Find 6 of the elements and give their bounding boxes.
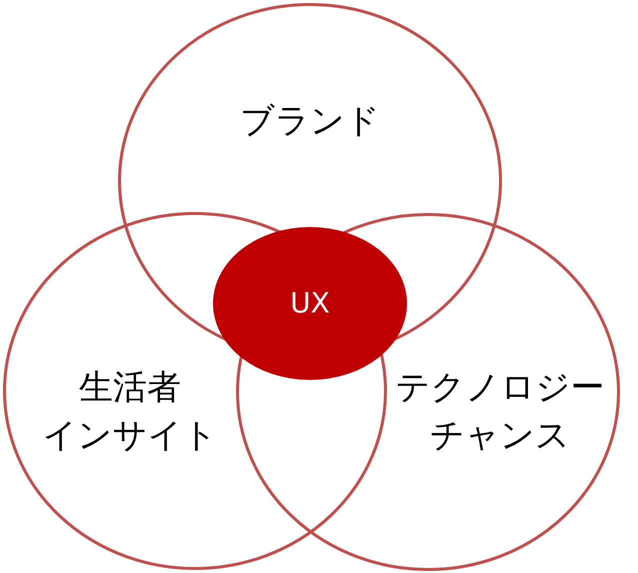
venn-circle xyxy=(3,212,387,570)
venn-label: UX xyxy=(290,285,330,322)
venn-label: テクノロジーチャンス xyxy=(396,366,604,457)
venn-label: 生活者インサイト xyxy=(42,366,218,457)
venn-circle xyxy=(236,213,620,571)
venn-label: ブランド xyxy=(240,100,380,144)
